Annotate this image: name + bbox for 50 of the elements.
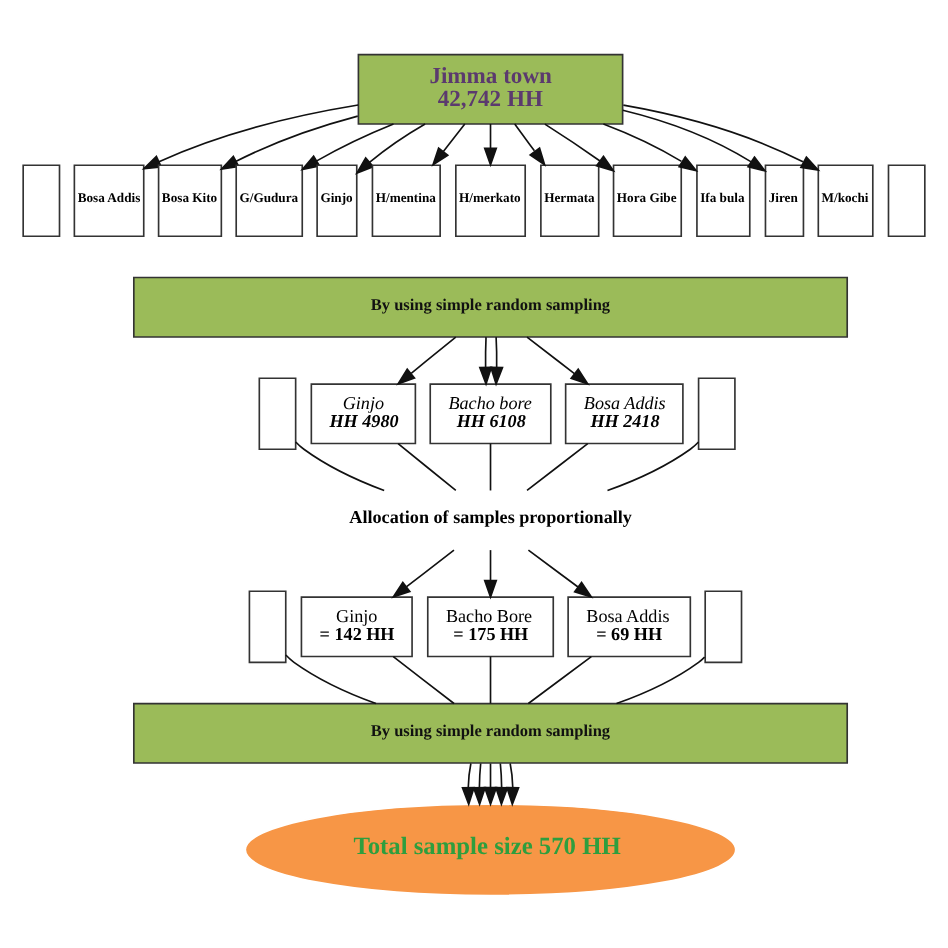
node-box: By using simple random sampling: [133, 275, 849, 337]
arrow: [602, 122, 699, 171]
connector: [397, 441, 457, 491]
node-box: By using simple random sampling: [133, 701, 849, 763]
connector: [527, 654, 593, 704]
node-box: Ginjo = 142 HH: [300, 595, 413, 657]
arrow: [461, 761, 476, 806]
node-box: [248, 589, 287, 663]
connector: [285, 653, 377, 704]
arrow: [494, 761, 509, 806]
arrow: [526, 335, 590, 385]
node-box: Bacho Bore = 175 HH: [426, 595, 555, 657]
node-box: Ginjo HH 4980: [310, 382, 417, 444]
arrow: [478, 335, 493, 386]
arrow: [544, 122, 616, 172]
arrow: [219, 114, 359, 170]
connector: [392, 654, 455, 704]
arrow: [513, 122, 547, 166]
arrow: [355, 122, 426, 174]
arrow: [505, 761, 520, 806]
node-box: Bosa Addis = 69 HH: [567, 595, 692, 657]
node-text: Allocation of samples proportionally: [349, 506, 632, 527]
arrow: [141, 103, 359, 169]
arrow: [472, 761, 487, 806]
node-box: [697, 376, 736, 450]
node-box: Bacho bore HH 6108: [429, 382, 552, 444]
node-box: Bosa Addis HH 2418: [564, 382, 684, 444]
node-box: [22, 163, 61, 237]
arrow: [391, 548, 455, 598]
connector: [489, 654, 492, 704]
arrow: [396, 335, 457, 385]
arrow: [483, 122, 498, 167]
node-box: [887, 163, 926, 237]
node-box: [258, 376, 297, 450]
connector: [294, 440, 385, 491]
arrow: [431, 122, 466, 166]
arrow: [483, 548, 498, 599]
connector: [526, 441, 589, 491]
connector: [489, 441, 492, 491]
arrow: [622, 103, 821, 171]
connector: [615, 655, 706, 704]
arrow: [300, 122, 395, 170]
arrow: [527, 548, 594, 598]
arrow: [489, 335, 504, 386]
node-ellipse: Total sample size 570 HH: [244, 802, 737, 896]
arrow: [483, 761, 498, 806]
arrow: [622, 108, 768, 172]
connector: [606, 440, 700, 491]
node-box: [704, 589, 743, 663]
node-box: Jimma town 42,742 HH: [357, 52, 624, 124]
